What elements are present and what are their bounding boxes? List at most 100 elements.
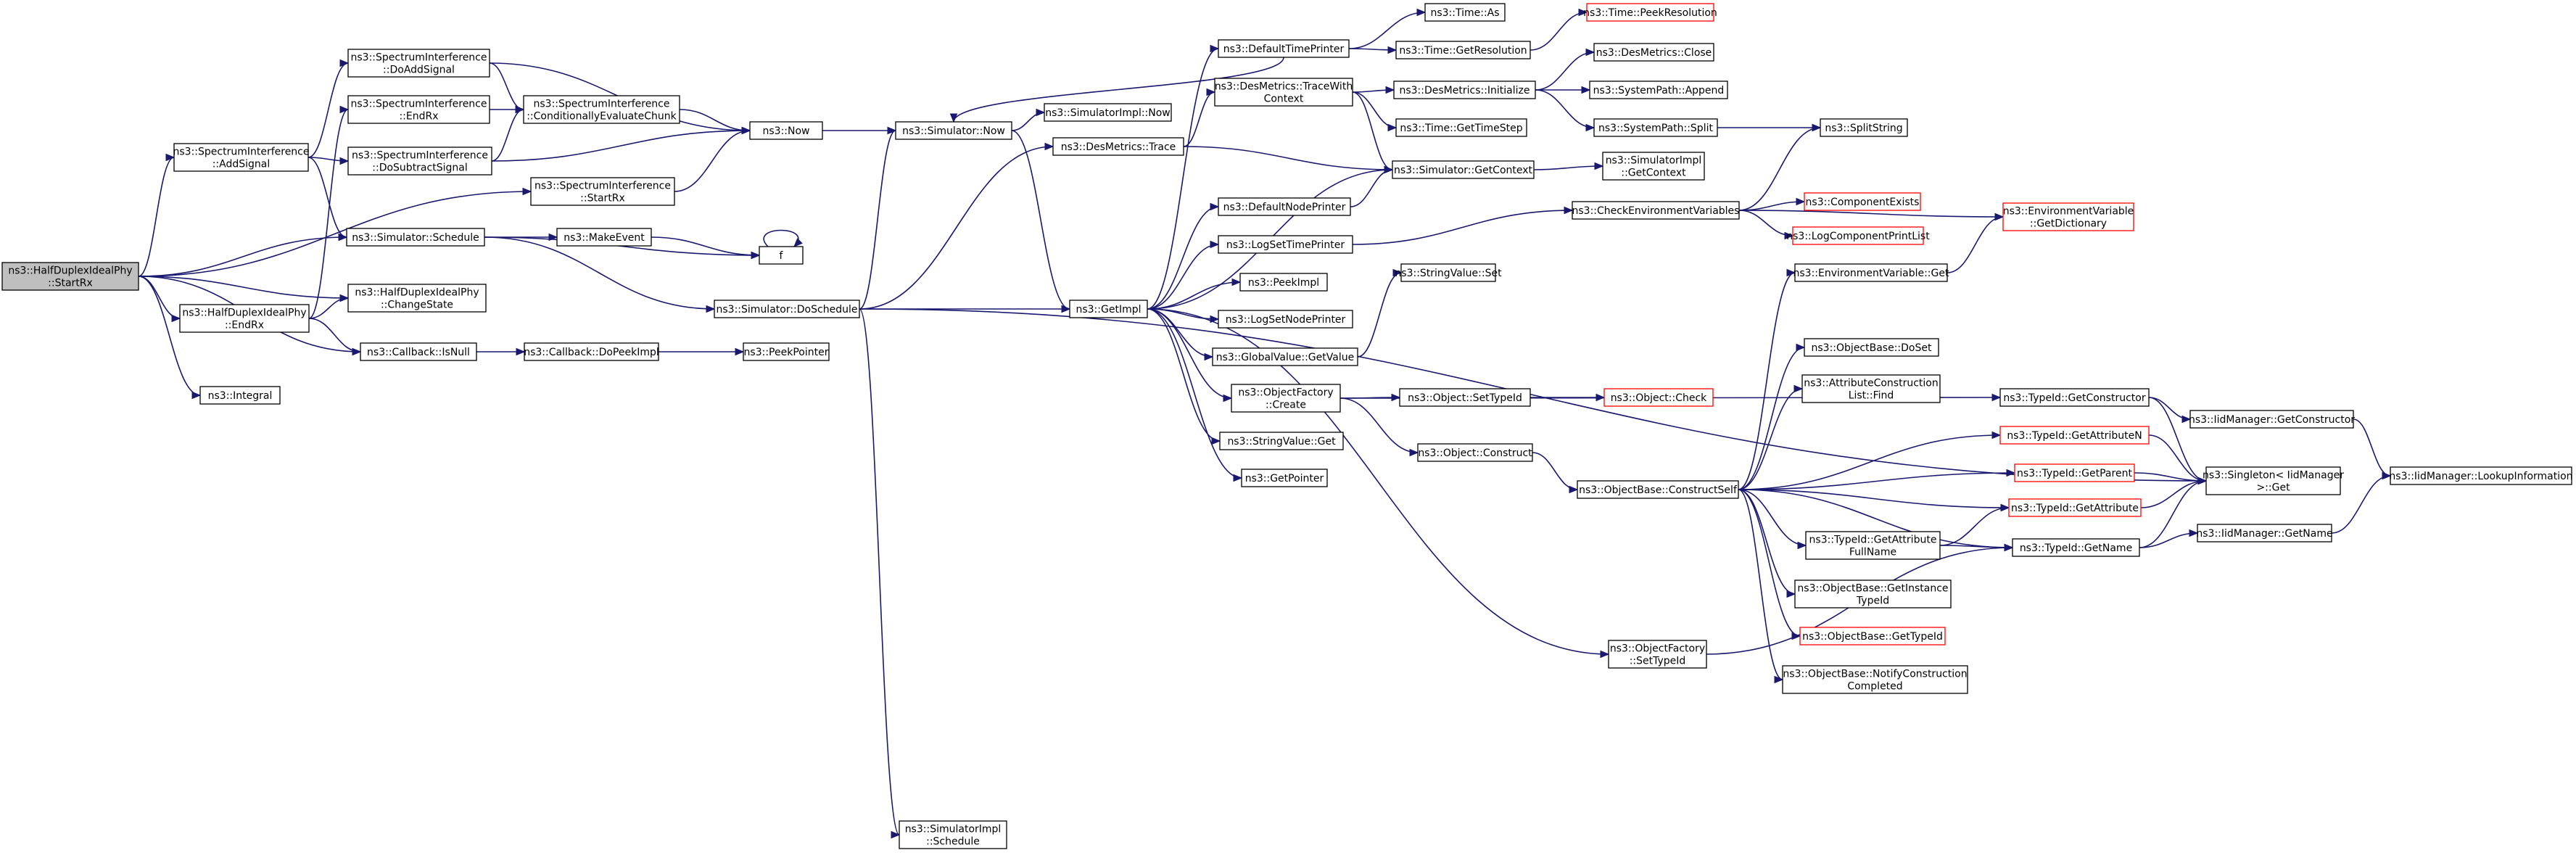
node-tidgetattrn[interactable]: ns3::TypeId::GetAttributeN — [1999, 426, 2150, 445]
edge-line — [2139, 480, 2207, 548]
node-box — [347, 95, 490, 124]
node-chstate[interactable]: ns3::HalfDuplexIdealPhy::ChangeState — [347, 284, 487, 313]
edge-tidgetname-to-singleton — [2139, 477, 2208, 548]
node-obdoset[interactable]: ns3::ObjectBase::DoSet — [1804, 338, 1939, 357]
edge-dopeek-to-peekptr — [659, 347, 745, 356]
node-envdict[interactable]: ns3::EnvironmentVariable::GetDictionary — [2002, 202, 2134, 231]
node-getimpl[interactable]: ns3::GetImpl — [1069, 300, 1148, 318]
node-box — [2189, 410, 2354, 429]
node-si-cond[interactable]: ns3::SpectrumInterference::Conditionally… — [523, 95, 680, 124]
node-svset[interactable]: ns3::StringValue::Set — [1395, 263, 1502, 282]
edge-arrowhead — [1385, 86, 1395, 94]
edge-getimpl-to-gvget — [1147, 308, 1214, 361]
edge-arrowhead — [1231, 278, 1242, 286]
node-iidgetname[interactable]: ns3::IidManager::GetName — [2196, 524, 2333, 543]
node-objconstruct[interactable]: ns3::Object::Construct — [1417, 443, 1533, 462]
edge-line — [1738, 472, 2015, 490]
edge-getimpl-to-ofcreate — [1147, 308, 1233, 403]
node-label: ns3::TypeId::GetConstructor — [2003, 392, 2145, 404]
node-tidgetctor[interactable]: ns3::TypeId::GetConstructor — [1999, 388, 2150, 407]
node-tidgetattr[interactable]: ns3::TypeId::GetAttribute — [2008, 498, 2142, 517]
node-label: ns3::SimulatorImpl::Now — [1045, 107, 1171, 119]
node-obnotify[interactable]: ns3::ObjectBase::NotifyConstructionCompl… — [1782, 665, 1968, 694]
node-iidgetctor[interactable]: ns3::IidManager::GetConstructor — [2189, 410, 2355, 429]
node-dmclose[interactable]: ns3::DesMetrics::Close — [1593, 43, 1714, 62]
node-tidgetparent[interactable]: ns3::TypeId::GetParent — [2014, 463, 2135, 482]
node-label: ns3::SpectrumInterference — [173, 147, 310, 158]
node-envget[interactable]: ns3::EnvironmentVariable::Get — [1793, 263, 1949, 282]
edge-line — [1147, 308, 1232, 399]
node-dminit[interactable]: ns3::DesMetrics::Initialize — [1393, 81, 1536, 99]
node-logsetnode[interactable]: ns3::LogSetNodePrinter — [1218, 310, 1353, 329]
node-logcomp[interactable]: ns3::LogComponentPrintList — [1786, 226, 1930, 245]
edge-line — [1738, 388, 1803, 490]
node-splitstr[interactable]: ns3::SplitString — [1820, 118, 1908, 137]
node-si-dosub[interactable]: ns3::SpectrumInterference::DoSubtractSig… — [347, 147, 492, 176]
node-ofsettid[interactable]: ns3::ObjectFactory::SetTypeId — [1608, 640, 1707, 669]
node-checkenv[interactable]: ns3::CheckEnvironmentVariables — [1572, 201, 1740, 220]
node-integral[interactable]: ns3::Integral — [199, 386, 281, 405]
edge-line — [2134, 472, 2207, 482]
node-timepeek[interactable]: ns3::Time::PeekResolution — [1583, 3, 1717, 22]
node-dmtrace[interactable]: ns3::DesMetrics::Trace — [1052, 137, 1184, 156]
node-getptr[interactable]: ns3::GetPointer — [1241, 469, 1328, 487]
edge-line — [2140, 480, 2207, 508]
node-isnull[interactable]: ns3::Callback::IsNull — [360, 342, 477, 361]
node-sched[interactable]: ns3::Simulator::Schedule — [346, 228, 485, 247]
node-root[interactable]: ns3::HalfDuplexIdealPhy::StartRx — [1, 262, 139, 291]
node-spsplit[interactable]: ns3::SystemPath::Split — [1593, 118, 1718, 137]
node-tidgetname[interactable]: ns3::TypeId::GetName — [2012, 538, 2140, 557]
node-simimplnow[interactable]: ns3::SimulatorImpl::Now — [1044, 103, 1172, 122]
edge-line — [1738, 434, 2001, 490]
node-box — [179, 304, 310, 333]
node-mkevent[interactable]: ns3::MakeEvent — [556, 228, 652, 247]
node-si-doadd[interactable]: ns3::SpectrumInterference::DoAddSignal — [347, 49, 490, 78]
node-dopeek[interactable]: ns3::Callback::DoPeekImpl — [524, 342, 659, 361]
node-defnode[interactable]: ns3::DefaultNodePrinter — [1218, 197, 1351, 216]
node-peekimpl[interactable]: ns3::PeekImpl — [1239, 273, 1328, 292]
node-spappend[interactable]: ns3::SystemPath::Append — [1589, 81, 1728, 99]
node-si-endrx[interactable]: ns3::SpectrumInterference::EndRx — [347, 95, 490, 124]
edge-dminit-to-dmclose — [1535, 48, 1595, 91]
node-objcheck[interactable]: ns3::Object::Check — [1603, 388, 1714, 407]
node-singleton[interactable]: ns3::Singleton< IidManager >::Get — [2203, 466, 2344, 495]
node-obgettid[interactable]: ns3::ObjectBase::GetTypeId — [1799, 627, 1946, 645]
node-ofcreate[interactable]: ns3::ObjectFactory::Create — [1231, 384, 1341, 413]
node-compexists[interactable]: ns3::ComponentExists — [1804, 192, 1921, 211]
node-now[interactable]: ns3::Now — [749, 121, 823, 140]
edge-line — [1738, 210, 2004, 218]
node-objsettid[interactable]: ns3::Object::SetTypeId — [1399, 388, 1531, 407]
node-obconstructself[interactable]: ns3::ObjectBase::ConstructSelf — [1577, 480, 1739, 499]
node-iidlookup[interactable]: ns3::IidManager::LookupInformation — [2389, 466, 2573, 485]
node-timestep[interactable]: ns3::Time::GetTimeStep — [1395, 118, 1527, 137]
node-dosched[interactable]: ns3::Simulator::DoSchedule — [714, 300, 860, 318]
node-label: ns3::LogSetNodePrinter — [1226, 314, 1346, 326]
node-si-add[interactable]: ns3::SpectrumInterference::AddSignal — [173, 143, 310, 172]
node-logsettime[interactable]: ns3::LogSetTimePrinter — [1218, 235, 1353, 254]
node-simnow[interactable]: ns3::Simulator::Now — [895, 121, 1012, 140]
node-peekptr[interactable]: ns3::PeekPointer — [743, 342, 830, 361]
node-timeas[interactable]: ns3::Time::As — [1424, 3, 1506, 22]
node-simimplsched[interactable]: ns3::SimulatorImpl::Schedule — [899, 820, 1007, 849]
node-label: ns3::LogSetTimePrinter — [1226, 239, 1345, 251]
node-si-startrx[interactable]: ns3::SpectrumInterference::StartRx — [530, 177, 675, 206]
node-gvget[interactable]: ns3::GlobalValue::GetValue — [1212, 347, 1358, 366]
node-label: ::ConditionallyEvaluateChunk — [527, 111, 677, 123]
node-timegetres[interactable]: ns3::Time::GetResolution — [1395, 41, 1531, 59]
node-simimplctx[interactable]: ns3::SimulatorImpl::GetContext — [1602, 152, 1705, 181]
node-hd-endrx[interactable]: ns3::HalfDuplexIdealPhy::EndRx — [179, 304, 310, 333]
node-label: ns3::PeekImpl — [1248, 277, 1319, 289]
edge-isnull-to-dopeek — [476, 347, 526, 356]
node-svget[interactable]: ns3::StringValue::Get — [1219, 432, 1344, 450]
node-deftime[interactable]: ns3::DefaultTimePrinter — [1218, 39, 1350, 58]
edge-line — [489, 62, 524, 110]
edge-line — [1738, 272, 1796, 490]
node-box — [1593, 43, 1714, 62]
node-box — [1218, 197, 1351, 216]
node-simgetctx[interactable]: ns3::Simulator::GetContext — [1392, 160, 1535, 179]
node-f[interactable]: f — [759, 246, 804, 265]
